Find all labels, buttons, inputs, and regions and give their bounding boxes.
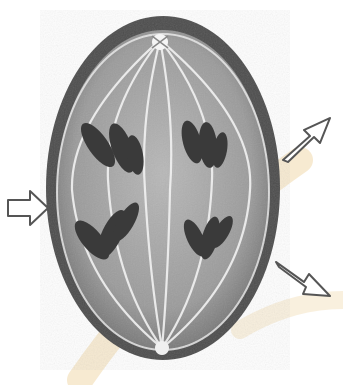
spindle-pole-bottom [155,341,169,355]
